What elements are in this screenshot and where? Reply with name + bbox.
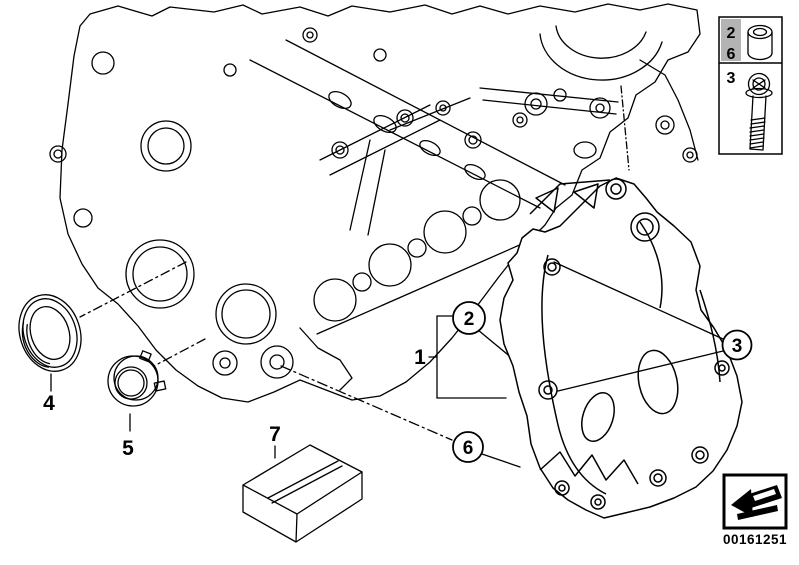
callout-3-label[interactable]: 3 bbox=[732, 336, 743, 357]
leader-to-cap bbox=[153, 338, 206, 367]
sealant-pack-drawing bbox=[242, 444, 363, 543]
leader-6-to-cover bbox=[481, 453, 521, 468]
legend-label-3[interactable]: 3 bbox=[727, 70, 736, 87]
legend-highlight bbox=[721, 19, 741, 61]
page-turn-arrow-icon bbox=[731, 485, 782, 520]
callout-2[interactable]: 2 bbox=[452, 301, 486, 335]
callout-7[interactable]: 7 bbox=[269, 423, 281, 446]
sealing-cap-drawing bbox=[107, 350, 167, 432]
alignment-line bbox=[316, 228, 557, 335]
callout-1[interactable]: 1 bbox=[414, 346, 426, 369]
callout-2-label[interactable]: 2 bbox=[464, 309, 475, 330]
leader-to-6 bbox=[280, 365, 453, 441]
part-number: 00161251 bbox=[723, 532, 787, 547]
dowel-sleeve-icon bbox=[747, 24, 773, 61]
callout-3[interactable]: 3 bbox=[721, 329, 753, 361]
callout-4[interactable]: 4 bbox=[43, 392, 55, 415]
callout-6[interactable]: 6 bbox=[452, 431, 484, 463]
page-stamp: 00161251 bbox=[722, 473, 788, 547]
shaft-seal-drawing bbox=[18, 294, 82, 392]
leader-to-seal bbox=[79, 261, 187, 318]
legend-box: 2 6 3 bbox=[718, 16, 783, 155]
flange-bolt-icon bbox=[745, 72, 773, 151]
timing-cover-drawing bbox=[499, 177, 743, 519]
engine-block-drawing bbox=[49, 3, 701, 403]
legend-label-2[interactable]: 2 bbox=[727, 25, 736, 42]
callout-5[interactable]: 5 bbox=[122, 437, 134, 460]
callout-6-label[interactable]: 6 bbox=[463, 438, 474, 459]
leader-lines-3 bbox=[553, 261, 724, 392]
legend-label-6[interactable]: 6 bbox=[727, 46, 736, 63]
